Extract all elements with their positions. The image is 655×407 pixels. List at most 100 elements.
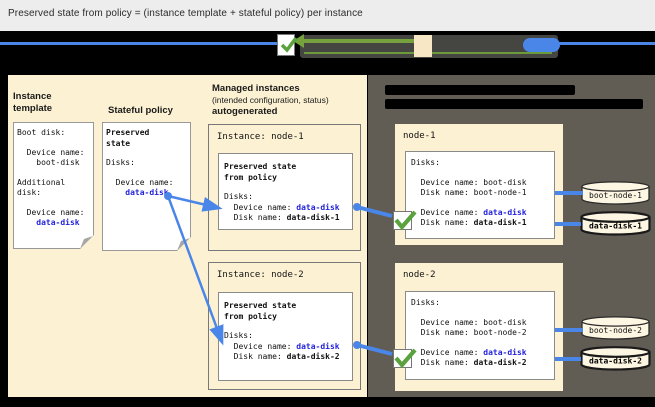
device-value: boot-disk bbox=[483, 317, 527, 327]
card-line: Device name: bbox=[17, 207, 85, 217]
disk-label: Disk name: bbox=[411, 188, 474, 197]
cylinder-top bbox=[580, 211, 651, 223]
actual-state-panel: node-1 Disks: Device name: boot-disk Dis… bbox=[368, 75, 655, 397]
card-line: Preserved bbox=[106, 128, 150, 137]
legend-blue-connector-line bbox=[0, 42, 278, 45]
vm-card-node-2: node-2 Disks: Device name: boot-disk Dis… bbox=[395, 263, 563, 391]
vm-name: node-2 bbox=[403, 270, 436, 280]
vm-disks-box-node-2: Disks: Device name: boot-disk Disk name:… bbox=[405, 291, 555, 380]
card-line: state bbox=[106, 138, 131, 148]
beige-vm-box-icon bbox=[414, 35, 432, 57]
box-line-disk: Disk name: data-disk-1 bbox=[224, 213, 347, 224]
device-label: Device name: bbox=[224, 341, 297, 351]
disk-value: data-disk-2 bbox=[473, 358, 527, 367]
cylinder-top bbox=[580, 346, 651, 358]
legend-band bbox=[0, 31, 655, 63]
device-value: boot-disk bbox=[483, 177, 527, 187]
spacer bbox=[17, 199, 90, 208]
cylinder-top bbox=[581, 181, 650, 192]
box-line: Disks: bbox=[224, 192, 253, 201]
spacer bbox=[106, 169, 187, 178]
cylinder-top bbox=[581, 316, 650, 327]
cylinder-label: data-disk-2 bbox=[589, 356, 642, 366]
blue-disk-icon bbox=[523, 38, 560, 52]
spacer bbox=[224, 183, 347, 192]
device-value: data-disk bbox=[296, 202, 340, 212]
card-line: Disks: bbox=[106, 158, 135, 167]
managed-instance-node-2: Instance: node-2 Preserved state from po… bbox=[208, 262, 361, 390]
card-line-data-disk: data-disk bbox=[17, 218, 80, 227]
box-line-device: Device name: data-disk bbox=[224, 203, 347, 214]
disk-cylinder-boot-node-2: boot-node-2 bbox=[581, 316, 650, 340]
device-label: Device name: bbox=[224, 202, 297, 212]
box-line: from policy bbox=[224, 172, 277, 182]
redacted-heading-line-1 bbox=[385, 85, 575, 95]
box-line: Preserved state bbox=[224, 301, 297, 310]
vm-disks-box-node-1: Disks: Device name: boot-disk Disk name:… bbox=[405, 151, 555, 239]
card-line-data-disk: data-disk bbox=[106, 188, 169, 197]
box-line: Preserved state bbox=[224, 162, 297, 171]
checkmark-stroke bbox=[394, 210, 417, 231]
box-line-device: Device name: data-disk bbox=[224, 342, 347, 353]
spacer bbox=[411, 309, 549, 318]
disk-value: data-disk-1 bbox=[286, 213, 340, 222]
vm-card-node-1: node-1 Disks: Device name: boot-disk Dis… bbox=[395, 124, 563, 245]
managed-instances-heading-block: Managed instances (intended configuratio… bbox=[212, 83, 364, 117]
stateful-policy-card: Preserved state Disks: Device name: data… bbox=[102, 122, 191, 251]
green-left-arrowhead-icon bbox=[293, 34, 304, 48]
disk-label: Disk name: bbox=[411, 328, 474, 337]
cylinder-label: boot-node-1 bbox=[589, 191, 642, 200]
title-bar: Preserved state from policy = (instance … bbox=[0, 0, 655, 31]
dogear-icon bbox=[80, 235, 94, 249]
instance-title: Instance: node-2 bbox=[217, 270, 304, 280]
green-checkmark-icon bbox=[394, 348, 417, 369]
green-checkmark-icon bbox=[280, 36, 298, 53]
spacer bbox=[17, 139, 90, 148]
spacer bbox=[224, 322, 347, 331]
cylinder-label: boot-node-2 bbox=[589, 326, 642, 335]
device-label: Device name: bbox=[411, 347, 484, 357]
device-value: data-disk bbox=[296, 341, 340, 351]
disk-label: Disk name: bbox=[224, 213, 287, 222]
device-label: Device name: bbox=[411, 177, 484, 187]
device-value: data-disk bbox=[483, 207, 527, 217]
cylinder-label: data-disk-1 bbox=[589, 221, 642, 231]
disk-cylinder-boot-node-1: boot-node-1 bbox=[581, 181, 650, 205]
legend-checkbox bbox=[277, 34, 298, 56]
managed-instances-autogenerated: autogenerated bbox=[212, 105, 278, 117]
disk-label: Disk name: bbox=[411, 218, 474, 227]
redacted-heading-line-2 bbox=[385, 99, 643, 109]
status-checkbox-node-2 bbox=[393, 348, 417, 369]
page-title: Preserved state from policy = (instance … bbox=[8, 8, 363, 19]
checkmark-stroke bbox=[280, 36, 298, 53]
dogear-fold bbox=[80, 236, 93, 249]
device-label: Device name: bbox=[411, 207, 484, 217]
card-line: Device name: bbox=[17, 147, 85, 157]
box-line: from policy bbox=[224, 311, 277, 321]
stateful-policy-heading: Stateful policy bbox=[108, 105, 173, 116]
box-line-disk: Disk name: boot-node-1 bbox=[411, 188, 549, 199]
disk-label: Disk name: bbox=[224, 352, 287, 361]
card-line: Device name: bbox=[106, 177, 174, 187]
card-line: Boot disk: bbox=[17, 128, 66, 137]
instance-template-card: Boot disk: Device name: boot-disk Additi… bbox=[13, 122, 94, 249]
instance-title: Instance: node-1 bbox=[217, 132, 304, 142]
box-line-disk: Disk name: data-disk-2 bbox=[411, 358, 549, 369]
disk-cylinder-data-disk-1: data-disk-1 bbox=[580, 211, 651, 236]
intended-config-panel: Instance template Stateful policy Manage… bbox=[8, 75, 367, 397]
disk-label: Disk name: bbox=[411, 358, 474, 367]
spacer bbox=[411, 339, 549, 348]
legend-blue-line-right bbox=[558, 42, 655, 45]
box-line-device: Device name: boot-disk bbox=[411, 318, 549, 329]
spacer bbox=[411, 199, 549, 208]
preserved-state-box-node-1: Preserved state from policy Disks: Devic… bbox=[218, 153, 353, 230]
spacer bbox=[17, 169, 90, 178]
card-line: Additional bbox=[17, 177, 66, 187]
disk-value: data-disk-1 bbox=[473, 218, 527, 227]
box-line: Disks: bbox=[224, 331, 253, 340]
box-line: Disks: bbox=[411, 158, 440, 167]
spacer bbox=[106, 149, 187, 158]
spacer bbox=[411, 169, 549, 178]
checkmark-stroke bbox=[394, 348, 417, 369]
